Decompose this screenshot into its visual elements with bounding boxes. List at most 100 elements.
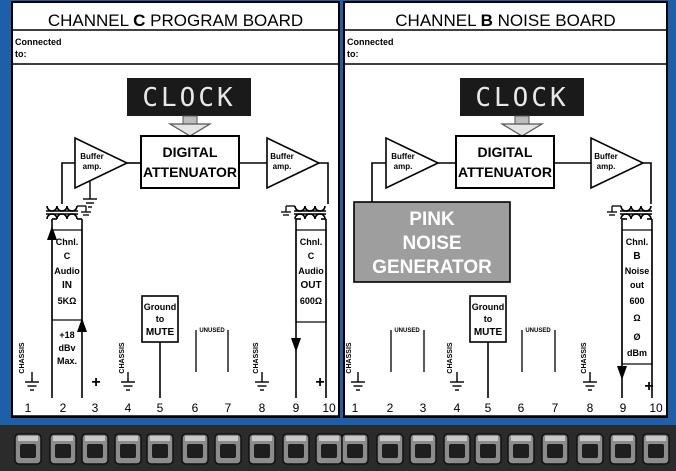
connector-terminal [315,433,343,465]
right-terminal-8: 8 [587,401,594,415]
connector-opening [187,444,203,458]
right-unused-label-2: UNUSED [525,328,551,334]
left-unused-label: UNUSED [199,328,225,334]
connector-opening [20,444,36,458]
connector-terminal [146,433,174,465]
right-output-transformer-secondary [620,213,652,220]
right-unused-label-1: UNUSED [394,328,420,334]
right-clock-stem [514,115,530,125]
right-chassis-ground-4 [450,372,464,391]
left-chassis-ground-8 [255,372,269,391]
right-chassis-label-4: CHASSIS [447,342,454,373]
connector-opening [347,444,363,458]
left-input-buffer-label1: Buffer [80,152,104,161]
right-chassis-label-1: CHASSIS [346,342,353,373]
left-input-level-line-0: +18 [59,330,74,340]
right-clock-text: CLOCK [475,83,568,113]
left-chassis-ground-1 [25,372,39,391]
left-input-level-line-2: Max. [57,356,77,366]
connector-terminal [576,433,604,465]
left-clock-text: CLOCK [142,83,235,113]
connector-terminal [114,433,142,465]
left-terminal-1: 1 [25,401,32,415]
connector-terminal [507,433,535,465]
right-clock-display [460,78,584,116]
connector-opening [449,444,465,458]
right-output-label-line-0: Chnl. [626,237,649,247]
left-clock-stem [182,115,198,125]
left-terminal-7: 7 [225,401,232,415]
connector-terminal [443,433,471,465]
left-output-buffer-label2: amp. [273,162,292,171]
connector-opening [254,444,270,458]
left-chassis-label-8: CHASSIS [253,342,260,373]
right-output-label-line-1: B [633,251,640,262]
right-chassis-label-8: CHASSIS [581,342,588,373]
right-attenuator-line2: ATTENUATOR [458,164,552,180]
right-output-transformer [607,205,652,220]
left-input-level-line-1: dBv [58,343,75,353]
connector-highlight [447,436,467,441]
connector-terminal [541,433,569,465]
connector-opening [513,444,529,458]
left-output-label-line-4: 600Ω [300,296,322,306]
left-input-buffer-label2: amp. [83,162,102,171]
right-input-buffer-label2: amp. [394,162,413,171]
connector-terminal [248,433,276,465]
left-output-arrow-9 [291,338,301,352]
right-terminal-5: 5 [485,401,492,415]
connector-opening [321,444,337,458]
left-output-transformer-secondary [294,213,326,220]
right-output-label-line-6: Ø [633,332,640,342]
left-board: CHANNEL C PROGRAM BOARD Connected to: CL… [11,1,340,418]
right-attenuator-box [455,135,555,189]
right-terminal-1: 1 [352,401,359,415]
left-terminal-5: 5 [157,401,164,415]
connector-opening [55,444,71,458]
right-clock-arrow [499,123,545,137]
connector-highlight [286,436,306,441]
right-input-buffer-label1: Buffer [391,152,415,161]
pink-noise-line1: PINK [409,209,455,230]
connector-highlight [380,436,400,441]
left-attenuator-line1: DIGITAL [163,144,218,160]
left-input-label-box [51,229,83,321]
connector-highlight [53,436,73,441]
connector-highlight [478,436,498,441]
pink-noise-generator-block [353,201,511,283]
connector-opening [87,444,103,458]
right-terminal-2: 2 [387,401,394,415]
right-output-buffer-label2: amp. [597,162,616,171]
connector-opening [480,444,496,458]
left-board-title: CHANNEL C PROGRAM BOARD [48,11,303,30]
connector-terminal [282,433,310,465]
right-mute-line1: Ground [472,302,505,312]
right-connected-label: Connected [347,37,394,47]
connector-terminal [409,433,437,465]
right-terminal-9: 9 [620,401,627,415]
connector-highlight [511,436,531,441]
connector-opening [648,444,664,458]
left-clock-display [127,78,251,116]
right-output-arrow-9 [617,366,627,380]
left-terminal-6: 6 [192,401,199,415]
left-input-arrow-2 [47,226,57,240]
connector-terminal [341,433,369,465]
left-terminal-4: 4 [125,401,132,415]
left-output-buffer-wire [319,162,329,204]
connector-highlight [319,436,339,441]
left-clock-arrow [167,123,213,137]
left-input-buffer-wire [61,162,75,204]
connector-terminal [474,433,502,465]
left-input-plus: + [91,374,100,391]
connector-opening [120,444,136,458]
right-terminal-10: 10 [649,401,663,415]
left-output-label-line-3: OUT [300,280,321,291]
connector-highlight [646,436,666,441]
left-input-label-line-0: Chnl. [56,237,79,247]
left-output-label-line-0: Chnl. [300,237,323,247]
right-board-title: CHANNEL B NOISE BOARD [395,11,615,30]
